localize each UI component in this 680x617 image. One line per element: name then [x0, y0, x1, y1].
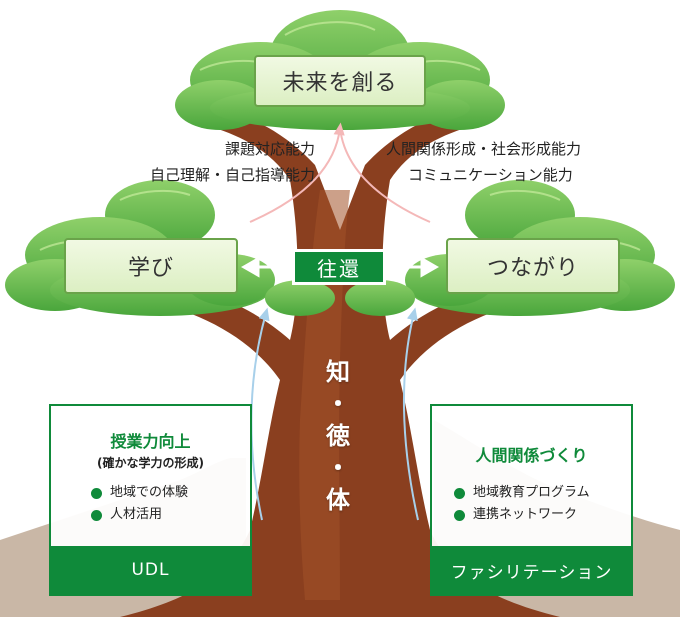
growth-arrows	[249, 122, 431, 223]
list-item: 地域教育プログラム	[454, 482, 590, 504]
panel-subtitle: (確かな学力の形成)	[97, 456, 204, 470]
panel-list: 地域での体験 人材活用	[91, 482, 188, 526]
panel-band: ファシリテーション	[432, 546, 631, 594]
trunk-char: 知	[326, 358, 350, 386]
bullet-dot-icon	[454, 509, 465, 521]
right-abilities: 人間関係形成・社会形成能力 コミュニケーション能力	[386, 136, 626, 188]
trunk-char: ・	[326, 390, 350, 418]
ability-text: 人間関係形成・社会形成能力	[386, 140, 582, 158]
bullet-dot-icon	[91, 487, 102, 499]
panel-list: 地域教育プログラム 連携ネットワーク	[454, 482, 590, 526]
bullet-dot-icon	[91, 509, 102, 521]
ability-text: 課題対応能力	[224, 140, 315, 158]
branch-label-learning: 学び	[64, 238, 238, 294]
panel-title: 人間関係づくり	[475, 446, 588, 465]
exchange-label: 往還	[292, 249, 386, 285]
left-abilities: 課題対応能力 自己理解・自己指導能力	[100, 136, 315, 188]
panel-band: UDL	[51, 546, 250, 594]
list-item: 人材活用	[91, 504, 188, 526]
trunk-char: 体	[326, 486, 350, 514]
list-item: 地域での体験	[91, 482, 188, 504]
left-panel: 授業力向上 (確かな学力の形成) 地域での体験 人材活用 UDL	[49, 404, 252, 596]
ability-text: コミュニケーション能力	[408, 166, 573, 184]
bullet-dot-icon	[454, 487, 465, 499]
trunk-label: 知 ・ 徳 ・ 体	[316, 352, 360, 520]
goal-label: 未来を創る	[254, 55, 426, 107]
panel-title: 授業力向上	[110, 432, 191, 451]
trunk-char: 徳	[326, 422, 350, 450]
right-panel: 人間関係づくり 地域教育プログラム 連携ネットワーク ファシリテーション	[430, 404, 633, 596]
ability-text: 自己理解・自己指導能力	[149, 166, 315, 184]
list-item: 連携ネットワーク	[454, 504, 590, 526]
exchange-arrow	[240, 256, 440, 278]
branch-label-connection: つながり	[446, 238, 620, 294]
trunk-char: ・	[326, 454, 350, 482]
